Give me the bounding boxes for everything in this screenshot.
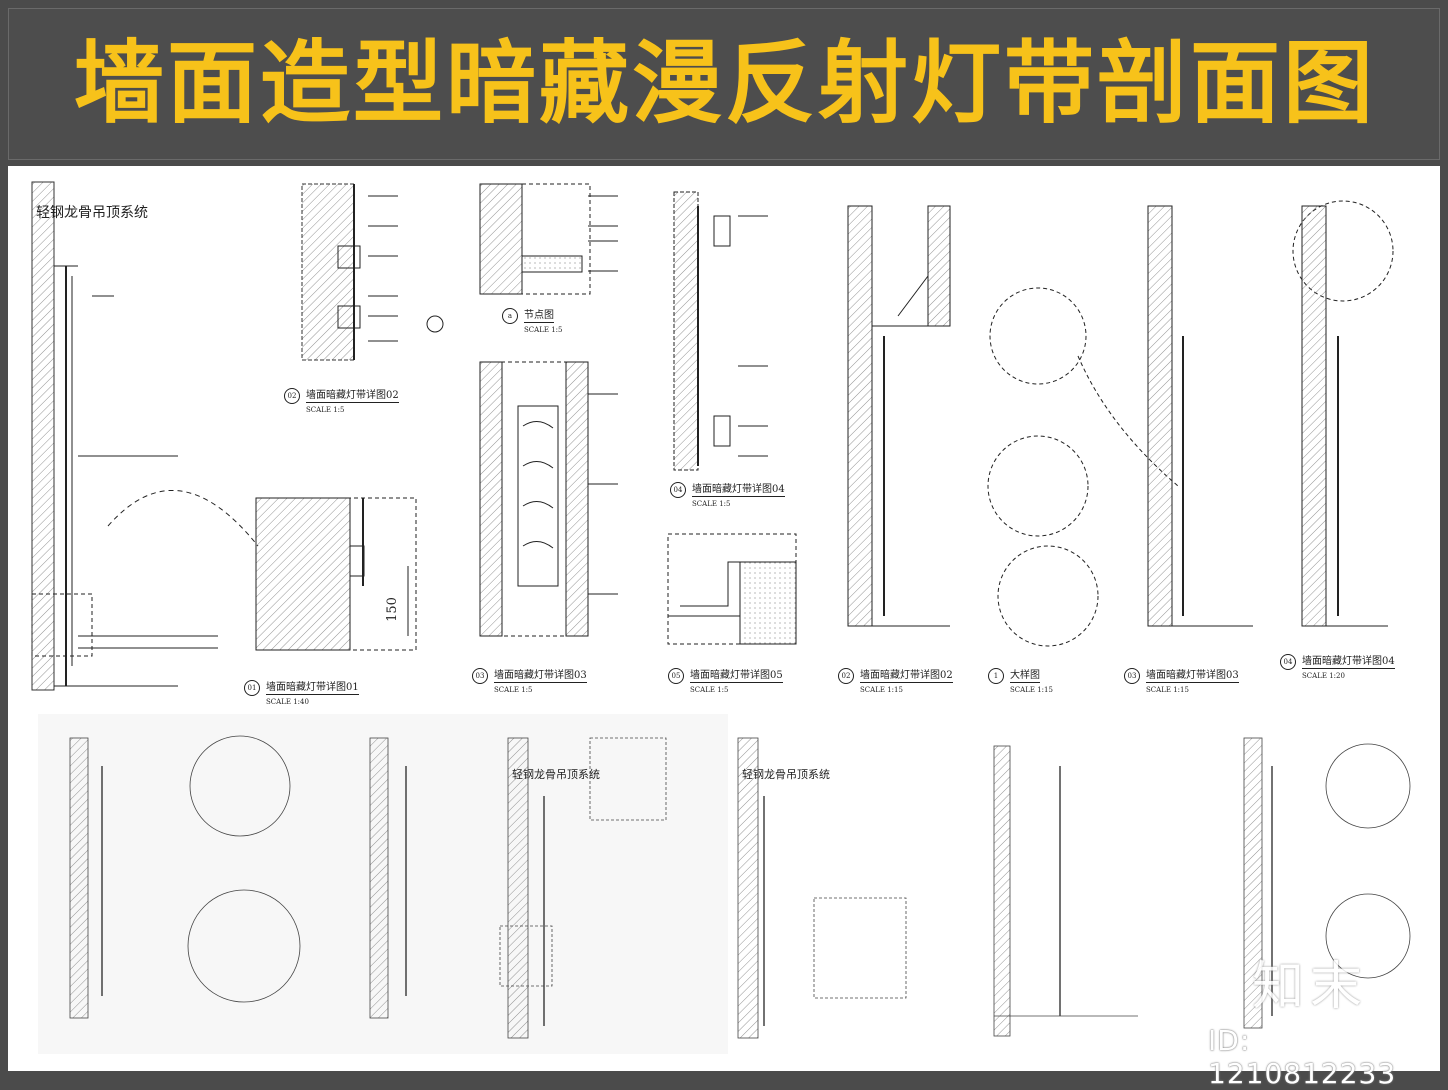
drawing-03 (479, 361, 618, 637)
drawing-02 (301, 183, 444, 361)
detail-circles (987, 200, 1394, 647)
label-dim-150: 150 (384, 597, 400, 622)
bottom-row (38, 714, 1411, 1054)
drawing-04 (673, 191, 768, 471)
watermark-id: ID: 1210812233 (1208, 1024, 1397, 1090)
drawing-05 (667, 533, 797, 645)
drawing-node-a (479, 183, 618, 295)
label-ceiling-system-1: 轻钢龙骨吊顶系统 (36, 205, 148, 221)
drawing-02-r (847, 205, 951, 627)
cad-drawings (31, 181, 1411, 1054)
watermark-logo: 知末 (1252, 957, 1369, 1017)
page-title: 墙面造型暗藏漫反射灯带剖面图 (74, 31, 1376, 136)
drawing-04-r (1301, 205, 1388, 627)
drawing-01b (255, 497, 417, 651)
drawing-01 (31, 181, 259, 691)
header-banner: 墙面造型暗藏漫反射灯带剖面图 (8, 8, 1440, 160)
label-ceiling-system-2: 轻钢龙骨吊顶系统 (512, 768, 600, 781)
drawing-03-r (1147, 205, 1253, 627)
label-ceiling-system-3: 轻钢龙骨吊顶系统 (742, 768, 830, 781)
